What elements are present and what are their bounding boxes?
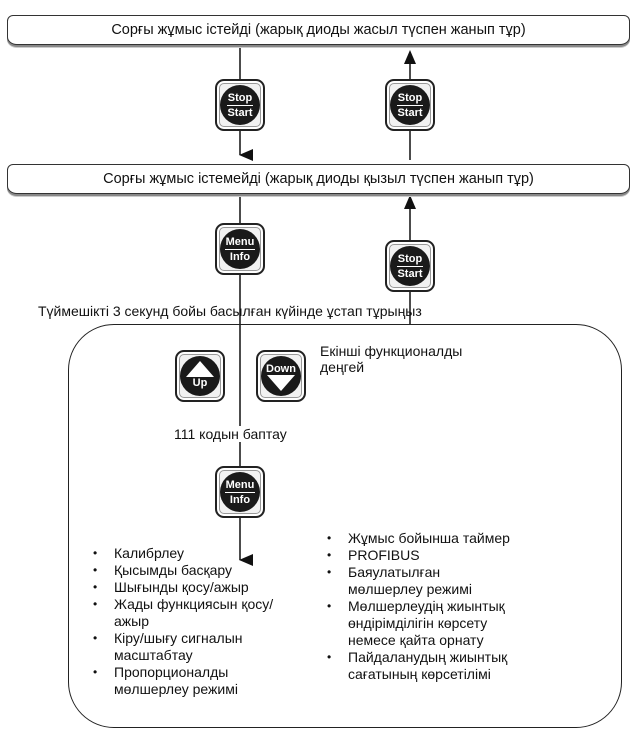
key-label-top: Stop bbox=[396, 91, 424, 106]
state-running-label: Сорғы жұмыс істейді (жарық диоды жасыл т… bbox=[111, 22, 526, 38]
second-level-title-line2: деңгей bbox=[320, 359, 365, 375]
up-arrow-icon bbox=[186, 361, 214, 377]
key-label-top: Stop bbox=[396, 252, 424, 267]
key-label-bottom: Info bbox=[229, 493, 251, 506]
state-pump-stopped: Сорғы жұмыс істемейді (жарық диоды қызыл… bbox=[7, 164, 630, 194]
list-item: Жұмыс бойынша таймер bbox=[318, 530, 510, 547]
list-item: Қысымды басқару bbox=[84, 562, 273, 579]
key-label-bottom: Start bbox=[227, 106, 253, 119]
code-instruction: 111 кодын баптау bbox=[172, 426, 289, 442]
right-feature-list: Жұмыс бойынша таймер PROFIBUS Баяулатылғ… bbox=[318, 530, 510, 683]
up-key-label: Up bbox=[192, 377, 208, 389]
key-label-top: Menu bbox=[224, 478, 256, 493]
down-key-label: Down bbox=[266, 363, 296, 375]
left-feature-list: Калибрлеу Қысымды басқару Шығынды қосу/а… bbox=[84, 545, 273, 698]
key-label-top: Stop bbox=[226, 91, 254, 106]
second-level-title: Екінші функционалды деңгей bbox=[320, 343, 462, 375]
key-label-bottom: Start bbox=[397, 106, 423, 119]
state-stopped-label: Сорғы жұмыс істемейді (жарық диоды қызыл… bbox=[103, 171, 534, 187]
key-label-bottom: Info bbox=[229, 250, 251, 263]
state-pump-running: Сорғы жұмыс істейді (жарық диоды жасыл т… bbox=[7, 15, 630, 45]
key-label-bottom: Start bbox=[397, 267, 423, 280]
list-item: Жады функциясын қосу/ажыр bbox=[84, 596, 273, 630]
list-item: Шығынды қосу/ажыр bbox=[84, 579, 273, 596]
second-level-title-line1: Екінші функционалды bbox=[320, 343, 463, 359]
key-label-top: Menu bbox=[224, 235, 256, 250]
second-level-panel bbox=[68, 324, 622, 728]
down-arrow-icon bbox=[267, 375, 295, 391]
list-item: PROFIBUS bbox=[318, 547, 510, 564]
up-key[interactable]: Up bbox=[175, 350, 225, 402]
hold-instruction: Түймешікті 3 секунд бойы басылған күйінд… bbox=[38, 303, 422, 319]
list-item: Калибрлеу bbox=[84, 545, 273, 562]
down-key[interactable]: Down bbox=[256, 350, 306, 402]
